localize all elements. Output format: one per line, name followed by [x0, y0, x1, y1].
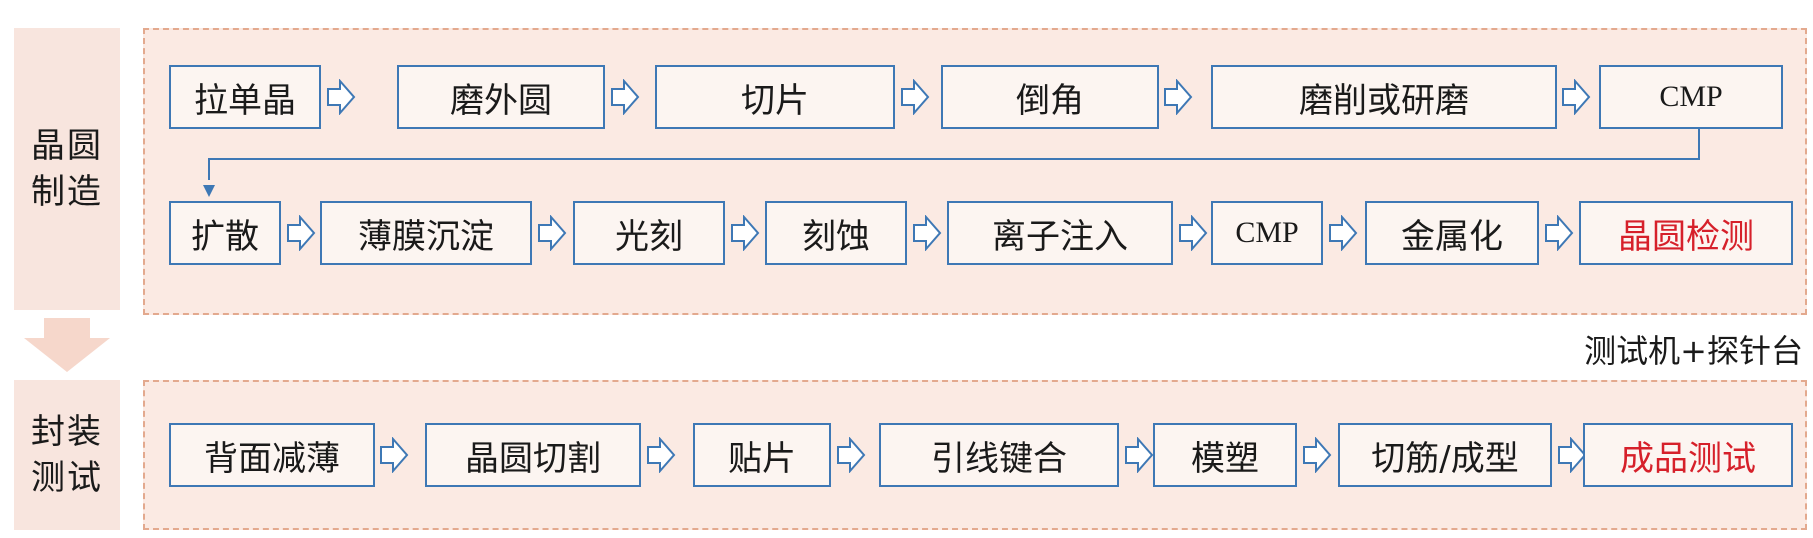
arrow-right-icon: [837, 437, 866, 473]
process-step: 拉单晶: [169, 65, 321, 129]
arrow-right-icon: [287, 215, 316, 251]
process-step: CMP: [1599, 65, 1783, 129]
stage-tab-wafer: 晶圆制造: [14, 28, 120, 310]
wafer-row-1: 拉单晶 磨外圆 切片 倒角 磨削或研磨 CMP: [145, 65, 1805, 129]
process-step: 晶圆切割: [425, 423, 641, 487]
process-step: 模塑: [1153, 423, 1297, 487]
arrow-right-icon: [327, 79, 356, 115]
arrow-right-icon: [1179, 215, 1208, 251]
arrow-right-icon: [731, 215, 760, 251]
arrow-right-icon: [611, 79, 640, 115]
process-step: 离子注入: [947, 201, 1173, 265]
wafer-process-panel: 拉单晶 磨外圆 切片 倒角 磨削或研磨 CMP 扩散 薄膜沉淀 光刻 刻蚀 离子…: [143, 28, 1807, 315]
process-step: 引线键合: [879, 423, 1119, 487]
process-step: 金属化: [1365, 201, 1539, 265]
arrow-right-icon: [380, 437, 409, 473]
process-step-wafer-inspection: 晶圆检测: [1579, 201, 1793, 265]
process-step: 倒角: [941, 65, 1159, 129]
process-step: 切片: [655, 65, 895, 129]
arrowhead-icon: [203, 185, 215, 197]
arrow-right-icon: [1164, 79, 1193, 115]
process-step: 扩散: [169, 201, 281, 265]
arrow-right-icon: [1545, 215, 1574, 251]
process-step: 磨外圆: [397, 65, 605, 129]
row-connector-line: [208, 129, 1700, 180]
process-step: 背面减薄: [169, 423, 375, 487]
arrow-right-icon: [1558, 437, 1587, 473]
process-step: 贴片: [693, 423, 831, 487]
stage-tab-packaging: 封装测试: [14, 380, 120, 530]
packaging-process-panel: 背面减薄 晶圆切割 贴片 引线键合 模塑 切筋/成型 成品测试: [143, 380, 1807, 530]
process-step: 刻蚀: [765, 201, 907, 265]
arrow-right-icon: [1562, 79, 1591, 115]
arrow-right-icon: [538, 215, 567, 251]
arrow-right-icon: [913, 215, 942, 251]
stage-label-packaging: 封装测试: [30, 412, 103, 498]
process-step: 薄膜沉淀: [320, 201, 532, 265]
stage-label-wafer: 晶圆制造: [30, 126, 103, 212]
process-step: 光刻: [573, 201, 725, 265]
arrow-right-icon: [901, 79, 930, 115]
tester-label: 测试机+探针台: [1584, 332, 1803, 370]
arrow-right-icon: [1125, 437, 1154, 473]
arrow-right-icon: [647, 437, 676, 473]
wafer-row-2: 扩散 薄膜沉淀 光刻 刻蚀 离子注入 CMP 金属化 晶圆检测: [145, 201, 1805, 265]
process-step-final-test: 成品测试: [1583, 423, 1793, 487]
arrow-right-icon: [1303, 437, 1332, 473]
down-arrow-icon: [24, 318, 110, 372]
packaging-row: 背面减薄 晶圆切割 贴片 引线键合 模塑 切筋/成型 成品测试: [145, 423, 1805, 487]
process-step: 切筋/成型: [1338, 423, 1552, 487]
process-step: CMP: [1211, 201, 1323, 265]
arrow-right-icon: [1329, 215, 1358, 251]
process-step: 磨削或研磨: [1211, 65, 1557, 129]
